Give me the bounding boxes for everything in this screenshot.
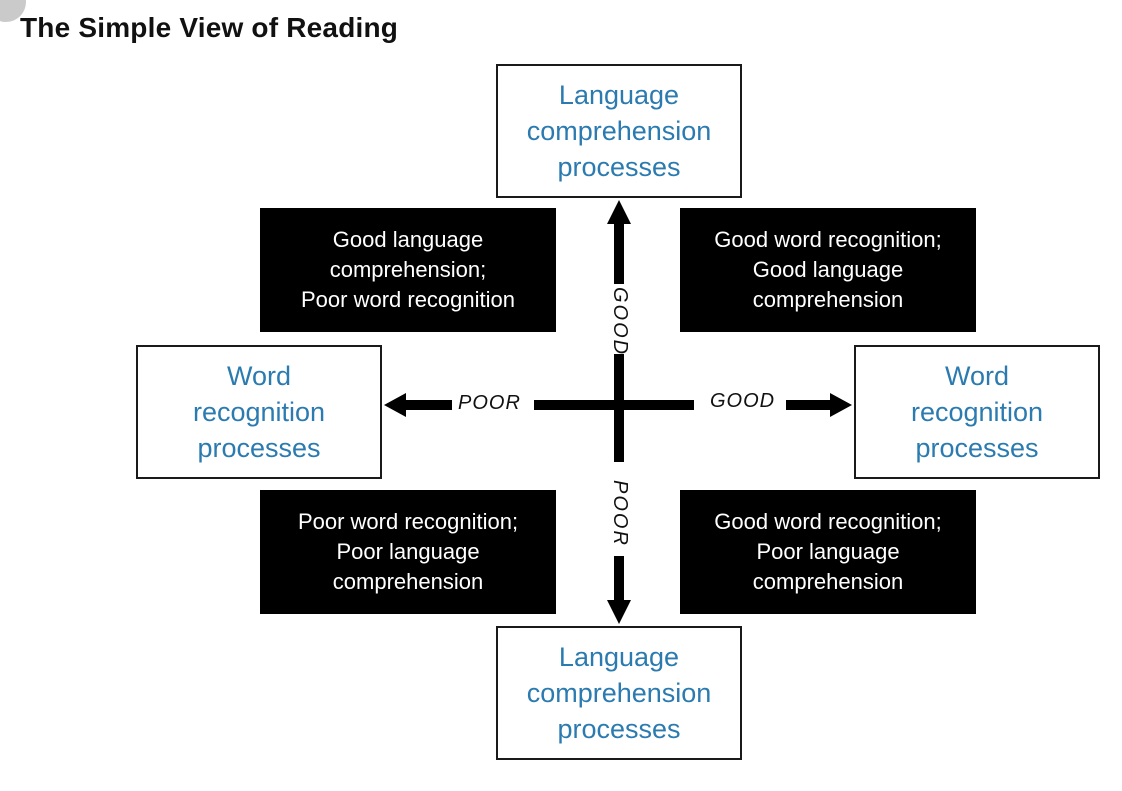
corner-decoration xyxy=(0,0,26,22)
arrow-right-icon xyxy=(830,393,852,417)
bottom-box-line-2: comprehension xyxy=(526,678,712,708)
quadrant-top-right-line-2: Good language xyxy=(752,257,904,282)
quadrant-top-right: Good word recognition; Good language com… xyxy=(680,208,976,332)
axis-label-up: GOOD xyxy=(609,287,631,357)
vertical-axis-upper xyxy=(614,222,624,284)
horizontal-axis-center xyxy=(534,400,694,410)
vertical-axis-lower xyxy=(614,556,624,602)
arrow-up-icon xyxy=(607,200,631,224)
right-box-line-1: Word xyxy=(944,361,1010,391)
quadrant-top-left: Good language comprehension; Poor word r… xyxy=(260,208,556,332)
left-box-line-1: Word xyxy=(226,361,292,391)
quadrant-bottom-left-line-2: Poor language xyxy=(336,539,480,564)
bottom-box-line-3: processes xyxy=(557,714,681,744)
quadrant-bottom-right-line-2: Poor language xyxy=(756,539,900,564)
quadrant-top-left-line-3: Poor word recognition xyxy=(300,287,515,312)
top-box-line-1: Language xyxy=(558,80,680,110)
top-box-line-3: processes xyxy=(557,152,681,182)
quadrant-top-right-line-1: Good word recognition; xyxy=(714,227,942,252)
quadrant-top-right-line-3: comprehension xyxy=(752,287,904,312)
quadrant-bottom-left-line-1: Poor word recognition; xyxy=(297,509,519,534)
quadrant-bottom-right-line-3: comprehension xyxy=(752,569,904,594)
right-box-line-3: processes xyxy=(915,433,1039,463)
top-box-line-2: comprehension xyxy=(526,116,712,146)
quadrant-bottom-right: Good word recognition; Poor language com… xyxy=(680,490,976,614)
left-box-line-3: processes xyxy=(197,433,321,463)
horizontal-axis-left xyxy=(402,400,452,410)
axis-label-left: POOR xyxy=(458,392,521,415)
horizontal-axis-right xyxy=(786,400,832,410)
arrow-left-icon xyxy=(384,393,406,417)
quadrant-bottom-left: Poor word recognition; Poor language com… xyxy=(260,490,556,614)
top-axis-box: Language comprehension processes xyxy=(496,64,742,198)
axis-label-right: GOOD xyxy=(710,390,776,413)
arrow-down-icon xyxy=(607,600,631,624)
left-box-line-2: recognition xyxy=(192,397,326,427)
diagram-title: The Simple View of Reading xyxy=(20,12,399,43)
quadrant-bottom-left-line-3: comprehension xyxy=(332,569,484,594)
bottom-box-line-1: Language xyxy=(558,642,680,672)
right-box-line-2: recognition xyxy=(910,397,1044,427)
right-axis-box: Word recognition processes xyxy=(854,345,1100,479)
quadrant-top-left-line-1: Good language xyxy=(332,227,484,252)
quadrant-bottom-right-line-1: Good word recognition; xyxy=(714,509,942,534)
quadrant-top-left-line-2: comprehension; xyxy=(329,257,487,282)
bottom-axis-box: Language comprehension processes xyxy=(496,626,742,760)
left-axis-box: Word recognition processes xyxy=(136,345,382,479)
axis-label-down: POOR xyxy=(609,480,631,547)
